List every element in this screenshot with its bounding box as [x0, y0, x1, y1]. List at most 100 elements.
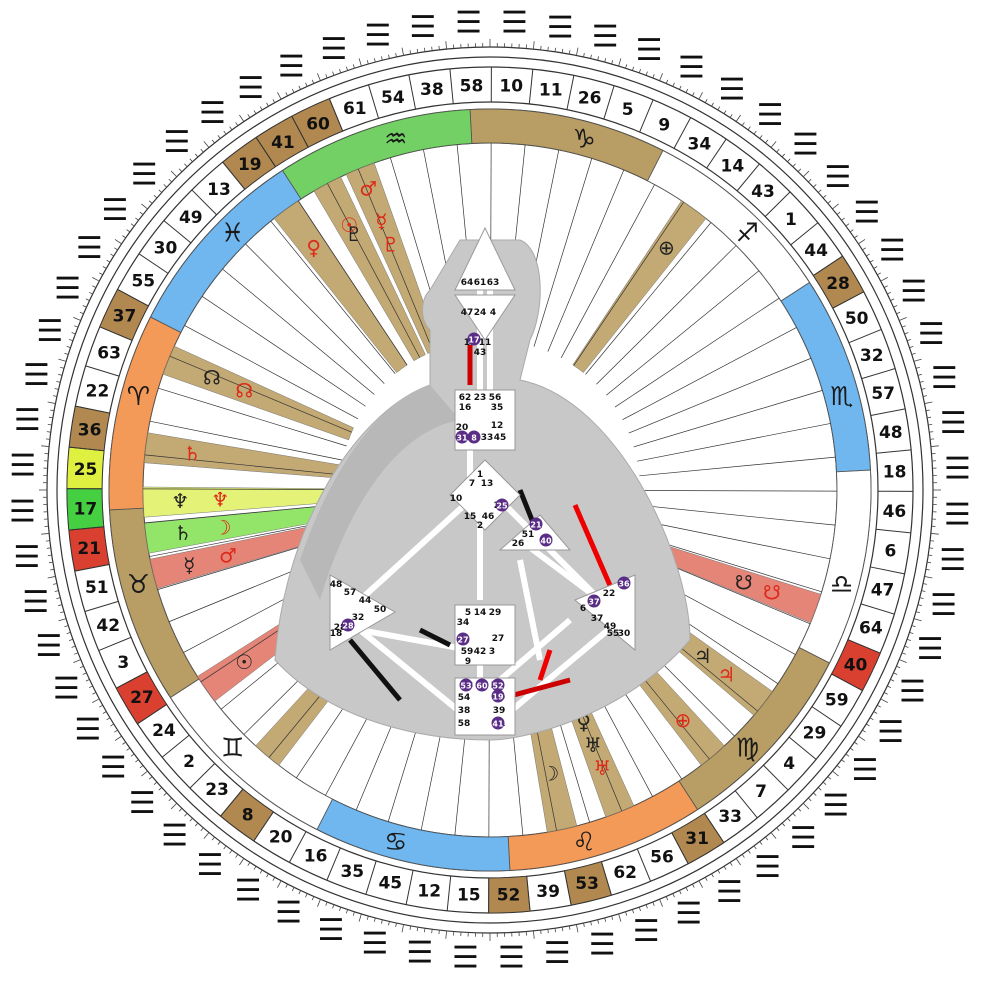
activation-gate-41: 41	[492, 720, 504, 729]
planet-icon: ♂	[359, 177, 377, 201]
tick-mark	[99, 704, 103, 708]
gate-divider	[288, 831, 307, 863]
activation-badge	[491, 678, 505, 692]
gate-number-57: 57	[871, 384, 895, 404]
tick-mark	[869, 717, 874, 721]
tick-mark	[692, 92, 695, 97]
tick-mark	[139, 765, 144, 769]
hexagram-icon: ☰	[900, 274, 927, 309]
tick-mark	[148, 200, 153, 204]
tick-mark	[85, 679, 90, 682]
hexagram-icon: ☰	[918, 317, 945, 352]
gate-number-29: 29	[803, 723, 827, 743]
tick-mark	[698, 92, 703, 100]
wedge-divider	[547, 169, 625, 352]
hexagram-ring: ☰☰☰☰☰☰☰☰☰☰☰☰☰☰☰☰☰☰☰☰☰☰☰☰☰☰☰☰☰☰☰☰☰☰☰☰☰☰☰☰…	[9, 5, 971, 975]
wedge-divider	[636, 519, 831, 560]
hexagram-icon: ☰	[237, 71, 264, 106]
tick-mark	[928, 424, 933, 426]
gate-divider	[328, 98, 344, 132]
gate-divider	[255, 137, 276, 167]
tick-mark	[317, 73, 321, 81]
center-gate-55: 55	[607, 629, 620, 639]
gate-number-6: 6	[884, 542, 896, 562]
gate-highlight-60	[291, 98, 344, 148]
wedge-divider	[327, 183, 421, 358]
tick-mark	[194, 822, 199, 827]
activation-badge	[491, 716, 505, 730]
tick-mark	[285, 883, 288, 888]
gate-divider	[870, 566, 905, 575]
tick-mark	[711, 102, 714, 107]
tick-mark	[802, 802, 810, 810]
tick-mark	[770, 141, 777, 148]
planet-icon: ☿	[183, 553, 195, 577]
tick-mark	[717, 106, 721, 111]
tick-mark	[184, 163, 188, 167]
hexagram-icon: ☰	[899, 674, 926, 709]
center-gate-47: 47	[461, 308, 474, 318]
tick-mark	[917, 373, 922, 376]
tick-mark	[416, 48, 419, 53]
tick-mark	[217, 841, 221, 845]
gate-divider	[69, 446, 105, 452]
tick-mark	[906, 339, 912, 342]
tick-mark	[229, 849, 233, 854]
tick-mark	[645, 904, 648, 909]
gate-divider	[138, 253, 169, 274]
tick-mark	[217, 135, 221, 139]
tick-mark	[930, 533, 939, 535]
hexagram-icon: ☰	[14, 403, 41, 438]
center-gate-51: 51	[522, 530, 535, 540]
tick-mark	[911, 625, 916, 628]
tick-mark	[106, 717, 111, 721]
tick-mark	[704, 99, 708, 103]
tick-mark	[759, 841, 763, 845]
tick-mark	[808, 797, 812, 802]
tick-mark	[877, 704, 881, 708]
wedge-divider	[270, 220, 396, 374]
gate-number-55: 55	[131, 272, 155, 292]
tick-mark	[332, 904, 335, 909]
tick-mark	[729, 862, 733, 866]
tick-mark	[865, 723, 870, 727]
tick-mark	[153, 194, 158, 199]
channel	[517, 559, 543, 661]
tick-mark	[235, 854, 239, 858]
hexagram-icon: ☰	[678, 51, 705, 86]
activation-gate-40: 40	[540, 537, 552, 546]
gate-number-58: 58	[460, 76, 484, 96]
wedge-divider	[573, 201, 685, 366]
gate-divider	[811, 706, 842, 727]
tick-mark	[692, 883, 695, 888]
gate-number-53: 53	[575, 874, 599, 894]
activation-badge	[495, 498, 509, 512]
tick-mark	[554, 47, 556, 52]
tick-mark	[114, 247, 118, 251]
tick-mark	[659, 899, 663, 907]
tick-mark	[66, 632, 71, 635]
tick-mark	[239, 114, 245, 122]
tick-mark	[178, 808, 183, 812]
gate-number-41: 41	[271, 133, 295, 153]
tick-mark	[759, 135, 763, 139]
gate-number-3: 3	[117, 653, 129, 673]
tick-mark	[883, 285, 888, 288]
activation-badge	[459, 678, 473, 692]
tick-mark	[68, 339, 74, 342]
tick-mark	[305, 893, 308, 898]
tick-mark	[122, 741, 126, 745]
tick-mark	[47, 554, 52, 556]
center-gate-34: 34	[457, 618, 470, 628]
tick-mark	[827, 200, 832, 204]
hexagram-icon: ☰	[790, 821, 817, 856]
gate-number-37: 37	[113, 307, 137, 327]
tick-mark	[832, 770, 839, 777]
tick-mark	[373, 917, 376, 922]
activation-gate-8: 8	[471, 434, 477, 443]
tick-mark	[88, 291, 93, 295]
planet-icon: ☽	[214, 516, 232, 540]
tick-mark	[64, 625, 69, 628]
tick-mark	[114, 729, 118, 733]
